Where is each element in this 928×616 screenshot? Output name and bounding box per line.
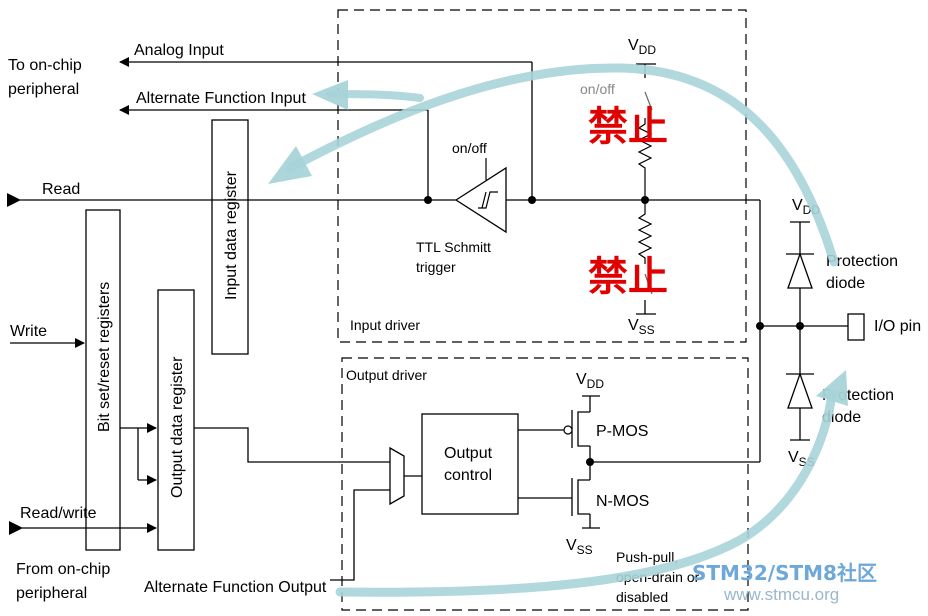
io-pin[interactable] — [847, 313, 865, 341]
ttl-schmitt-label: TTL Schmitt — [416, 239, 491, 255]
io-pin-label: I/O pin — [874, 318, 921, 335]
schmitt-on-off-label: on/off — [452, 140, 487, 156]
output-flow-arrow — [335, 389, 837, 597]
from-on-chip-label-2: peripheral — [16, 585, 87, 602]
to-on-chip-label-2: peripheral — [8, 81, 79, 98]
vss-output-label: VSS — [566, 537, 593, 557]
disabled-top-label: 禁止 — [588, 104, 668, 150]
from-on-chip-label: From on-chip — [16, 561, 110, 578]
svg-text:Protection: Protection — [826, 253, 898, 270]
write-label: Write — [10, 323, 47, 340]
to-on-chip-label: To on-chip — [8, 57, 82, 74]
bit-set-reset-label: Bit set/reset registers — [96, 282, 113, 432]
p-mos-label: P-MOS — [596, 423, 648, 440]
schmitt-trigger-symbol — [454, 166, 507, 234]
p-mos-transistor — [577, 411, 590, 447]
read-write-label: Read/write — [20, 505, 97, 522]
output-mux — [389, 446, 405, 506]
alt-func-output-label: Alternate Function Output — [144, 579, 327, 596]
output-control-box — [421, 413, 519, 515]
bit-set-reset-register-box — [85, 209, 121, 551]
pull-down-resistor — [637, 200, 653, 264]
alt-func-input-label: Alternate Function Input — [136, 90, 306, 107]
input-driver-label: Input driver — [350, 317, 420, 333]
svg-text:control: control — [444, 467, 492, 484]
output-data-register-label: Output data register — [169, 356, 186, 498]
svg-text:Output: Output — [444, 445, 493, 462]
vdd-output-label: VDD — [576, 371, 604, 391]
analog-input-label: Analog Input — [134, 42, 224, 59]
input-driver-box — [337, 9, 747, 343]
protection-diode-top — [787, 252, 813, 289]
vss-pulldown-label: VSS — [628, 317, 655, 337]
svg-text:disabled: disabled — [616, 589, 668, 605]
read-label: Read — [42, 181, 80, 198]
protection-diode-bottom — [787, 372, 813, 409]
output-data-register-box — [157, 289, 195, 551]
push-pull-label: Push-pull, — [616, 549, 678, 565]
watermark-brand: STM32/STM8社区 — [692, 561, 877, 585]
ttl-trigger-label: trigger — [416, 259, 456, 275]
disabled-bottom-label: 禁止 — [588, 254, 668, 300]
output-driver-label: Output driver — [346, 367, 427, 383]
n-mos-label: N-MOS — [596, 493, 649, 510]
vdd-pullup-label: VDD — [628, 37, 656, 57]
pull-up-on-off-label: on/off — [580, 81, 615, 97]
watermark-url: www.stmcu.org — [723, 585, 839, 604]
pull-up-resistor — [637, 118, 653, 200]
output-driver-box — [341, 357, 749, 611]
input-data-register-label: Input data register — [223, 170, 240, 300]
input-data-register-box — [211, 119, 249, 355]
n-mos-transistor — [577, 479, 590, 515]
input-flow-arrow — [285, 63, 839, 267]
svg-text:diode: diode — [826, 275, 865, 292]
